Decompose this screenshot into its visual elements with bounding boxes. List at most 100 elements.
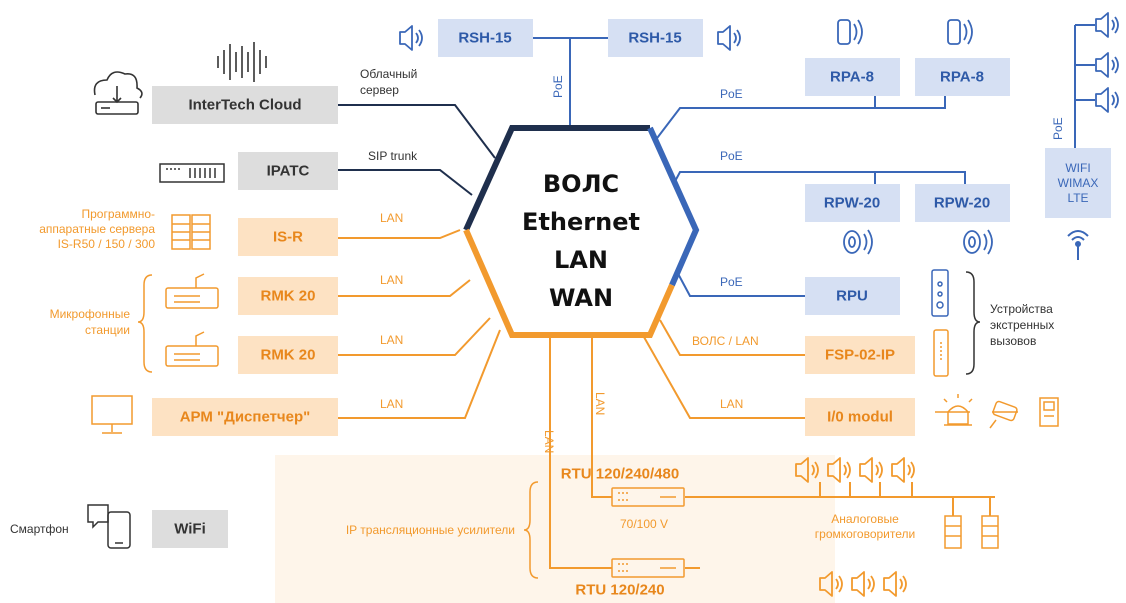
arm-node: АРМ "Диспетчер" LAN [91, 395, 403, 436]
arm-link-label: LAN [380, 397, 403, 411]
io-node: I/0 modul LAN [720, 394, 1059, 436]
isr-node: IS-R LAN Программно- аппаратные сервера … [39, 207, 403, 256]
rtu2-node: RTU 120/240 [575, 558, 907, 599]
isr-side-label-2: аппаратные сервера [39, 222, 155, 236]
rpw-link-label: PoE [720, 149, 743, 163]
mic-station-icon [165, 331, 219, 367]
rtu1-node: RTU 120/240/480 [561, 457, 915, 507]
top-poe-label: PoE [551, 75, 565, 98]
horn-speaker-icon [837, 19, 973, 45]
rmk2-node: RMK 20 LAN [165, 331, 403, 374]
wireless-label-1: WIFI [1065, 161, 1090, 175]
rmk1-link-label: LAN [380, 273, 403, 287]
hub-line-4: WAN [549, 284, 613, 312]
smartphone-icon [87, 504, 131, 549]
rpw2-label: RPW-20 [934, 195, 990, 212]
rtu1-label: RTU 120/240/480 [561, 466, 679, 483]
rmk2-link-label: LAN [380, 333, 403, 347]
hub-line-3: LAN [554, 246, 608, 274]
io-link-label: LAN [720, 397, 743, 411]
speaker-icon [1095, 12, 1119, 38]
pbx-rack-icon [159, 163, 225, 183]
amplifier-area [275, 455, 835, 603]
rsh-left-node: RSH-15 [399, 19, 533, 57]
ip-amplifiers-group: IP трансляционные усилители [346, 481, 539, 579]
rsh-right-node: RSH-15 [608, 19, 741, 57]
rpw-nodes: RPW-20 RPW-20 PoE [720, 149, 1010, 255]
analog-label-2: громкоговорители [815, 527, 915, 541]
rpa2-label: RPA-8 [940, 69, 984, 86]
audio-wave-icon [217, 42, 267, 82]
speaker-icon [1095, 52, 1119, 78]
call-panel-icon [931, 269, 949, 317]
ipatc-node: IPATC SIP trunk [159, 149, 418, 190]
voltage-label: 70/100 V [620, 517, 668, 531]
mic-station-icon [165, 273, 219, 309]
isr-link-label: LAN [380, 211, 403, 225]
server-icon [171, 214, 211, 250]
hub-hexagon: ВОЛС Ethernet LAN WAN [463, 125, 700, 338]
rtu2-label: RTU 120/240 [575, 582, 664, 599]
amplifier-icon [611, 487, 685, 507]
rsh-right-label: RSH-15 [628, 30, 681, 47]
bottom-lan-left-label: LAN [542, 430, 556, 453]
monitor-icon [91, 395, 133, 434]
wireless-node: WIFI WIMAX LTE PoE [1045, 12, 1119, 260]
io-label: I/0 modul [827, 409, 893, 426]
rpu-label: RPU [836, 288, 868, 305]
rpu-link-label: PoE [720, 275, 743, 289]
column-speaker-icon [944, 515, 999, 549]
cloud-server-icon [93, 71, 143, 115]
fsp-link-label: ВОЛС / LAN [692, 334, 759, 348]
rmk2-box-label: RMK 20 [260, 347, 315, 364]
speaker-icon [859, 457, 883, 483]
arm-box-label: АРМ "Диспетчер" [180, 409, 311, 426]
speaker-icon [883, 571, 907, 597]
door-icon [1039, 397, 1059, 427]
ip-amps-label: IP трансляционные усилители [346, 523, 515, 537]
mic-group: Микрофонные станции [50, 274, 153, 373]
ipatc-link-label: SIP trunk [368, 149, 418, 163]
isr-side-label-1: Программно- [82, 207, 156, 221]
cloud-link-label-2: сервер [360, 83, 399, 97]
rmk1-node: RMK 20 LAN [165, 273, 403, 315]
rpu-node: RPU PoE [720, 269, 949, 317]
fsp-label: FSP-02-IP [825, 347, 895, 364]
hub-line-2: Ethernet [522, 208, 640, 236]
bottom-lan-right-label: LAN [593, 392, 607, 415]
hub-line-1: ВОЛС [543, 170, 619, 198]
wireless-label-2: WIMAX [1058, 176, 1099, 190]
wireless-label-3: LTE [1067, 191, 1088, 205]
wifi-box-label: WiFi [174, 521, 206, 538]
rsh-left-label: RSH-15 [458, 30, 511, 47]
camera-icon [989, 400, 1018, 429]
emergency-label-1: Устройства [990, 302, 1053, 316]
fsp-node: FSP-02-IP ВОЛС / LAN [692, 329, 949, 377]
smartphone-label: Смартфон [10, 522, 69, 536]
speaker-icon [851, 571, 875, 597]
isr-box-label: IS-R [273, 229, 303, 246]
wifi-node: WiFi Смартфон [10, 504, 228, 549]
speaker-icon [1095, 87, 1119, 113]
rpa-link-label: PoE [720, 87, 743, 101]
isr-side-label-3: IS-R50 / 150 / 300 [58, 237, 156, 251]
speaker-icon [891, 457, 915, 483]
emergency-label-2: экстренных [990, 318, 1054, 332]
wireless-poe-label: PoE [1051, 117, 1065, 140]
speaker-icon [399, 25, 423, 51]
call-post-icon [933, 329, 949, 377]
rpa1-label: RPA-8 [830, 69, 874, 86]
mic-group-label-1: Микрофонные [50, 307, 131, 321]
cloud-node: InterTech Cloud Облачный сервер [93, 42, 417, 124]
analog-label-1: Аналоговые [831, 512, 899, 526]
wall-speaker-icon [843, 229, 993, 255]
cloud-link-label-1: Облачный [360, 67, 417, 81]
emergency-label-3: вызовов [990, 334, 1036, 348]
mic-group-label-2: станции [85, 323, 130, 337]
rpa-nodes: RPA-8 RPA-8 PoE [720, 19, 1010, 101]
rpw1-label: RPW-20 [824, 195, 880, 212]
cloud-box-label: InterTech Cloud [188, 97, 301, 114]
beacon-icon [943, 394, 973, 426]
analog-speakers: Аналоговые громкоговорители [815, 512, 999, 549]
